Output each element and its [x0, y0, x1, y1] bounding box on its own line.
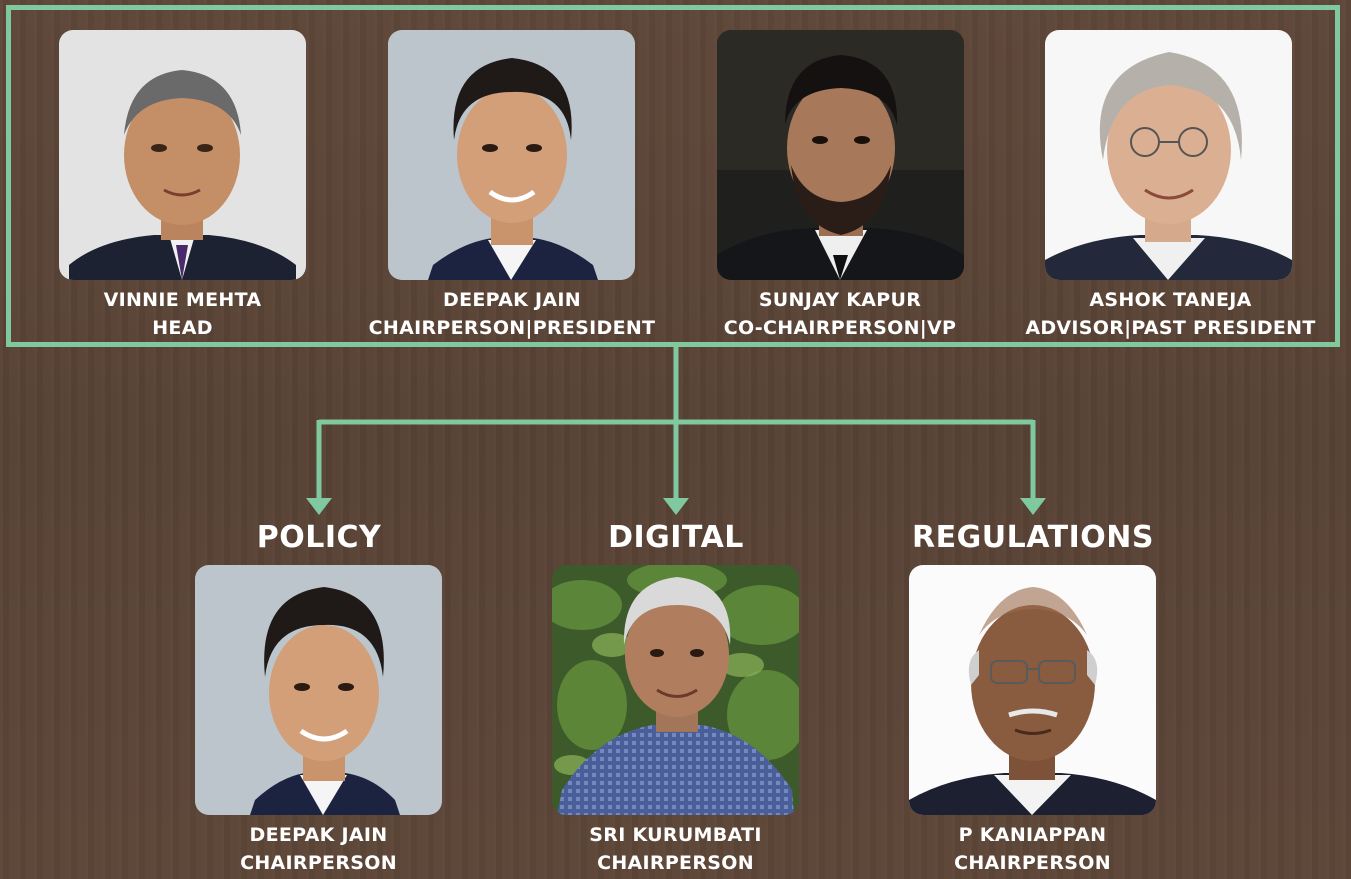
caption-dept-policy: DEEPAK JAIN CHAIRPERSON: [195, 821, 442, 877]
photo-digital-sri-kurumbati: [552, 565, 799, 815]
leader-name: VINNIE MEHTA: [103, 289, 262, 311]
photo-ashok-taneja: [1045, 30, 1292, 280]
dept-person-name: P KANIAPPAN: [958, 824, 1107, 846]
dept-person-name: SRI KURUMBATI: [589, 824, 762, 846]
dept-title-policy: POLICY: [256, 520, 382, 555]
digital-arrowhead: [663, 498, 689, 515]
leader-name: SUNJAY KAPUR: [758, 289, 922, 311]
leader-role: CO-CHAIRPERSON|VP: [723, 317, 957, 339]
caption-dept-digital: SRI KURUMBATI CHAIRPERSON: [552, 821, 799, 877]
photo-vinnie-mehta: [59, 30, 306, 280]
caption-leader-1: VINNIE MEHTA HEAD: [59, 286, 306, 342]
photo-deepak-jain: [388, 30, 635, 280]
photo-regulations-p-kaniappan: [909, 565, 1156, 815]
dept-person-role: CHAIRPERSON: [597, 852, 754, 874]
regulations-arrowhead: [1020, 498, 1046, 515]
dept-title-digital: DIGITAL: [608, 520, 744, 555]
dept-person-role: CHAIRPERSON: [954, 852, 1111, 874]
leadership-frame: [6, 5, 1340, 347]
dept-person-name: DEEPAK JAIN: [249, 824, 388, 846]
leader-role: ADVISOR|PAST PRESIDENT: [1025, 317, 1316, 339]
leader-name: ASHOK TANEJA: [1089, 289, 1252, 311]
caption-leader-3: SUNJAY KAPUR CO-CHAIRPERSON|VP: [705, 286, 975, 342]
leader-name: DEEPAK JAIN: [443, 289, 581, 311]
dept-person-role: CHAIRPERSON: [240, 852, 397, 874]
dept-title-regulations: REGULATIONS: [912, 520, 1154, 555]
leader-role: CHAIRPERSON|PRESIDENT: [368, 317, 656, 339]
photo-policy-deepak-jain: [195, 565, 442, 815]
leader-role: HEAD: [152, 317, 213, 339]
photo-sunjay-kapur: [717, 30, 964, 280]
caption-dept-regulations: P KANIAPPAN CHAIRPERSON: [909, 821, 1156, 877]
policy-arrowhead: [306, 498, 332, 515]
caption-leader-4: ASHOK TANEJA ADVISOR|PAST PRESIDENT: [1018, 286, 1323, 342]
caption-leader-2: DEEPAK JAIN CHAIRPERSON|PRESIDENT: [362, 286, 662, 342]
